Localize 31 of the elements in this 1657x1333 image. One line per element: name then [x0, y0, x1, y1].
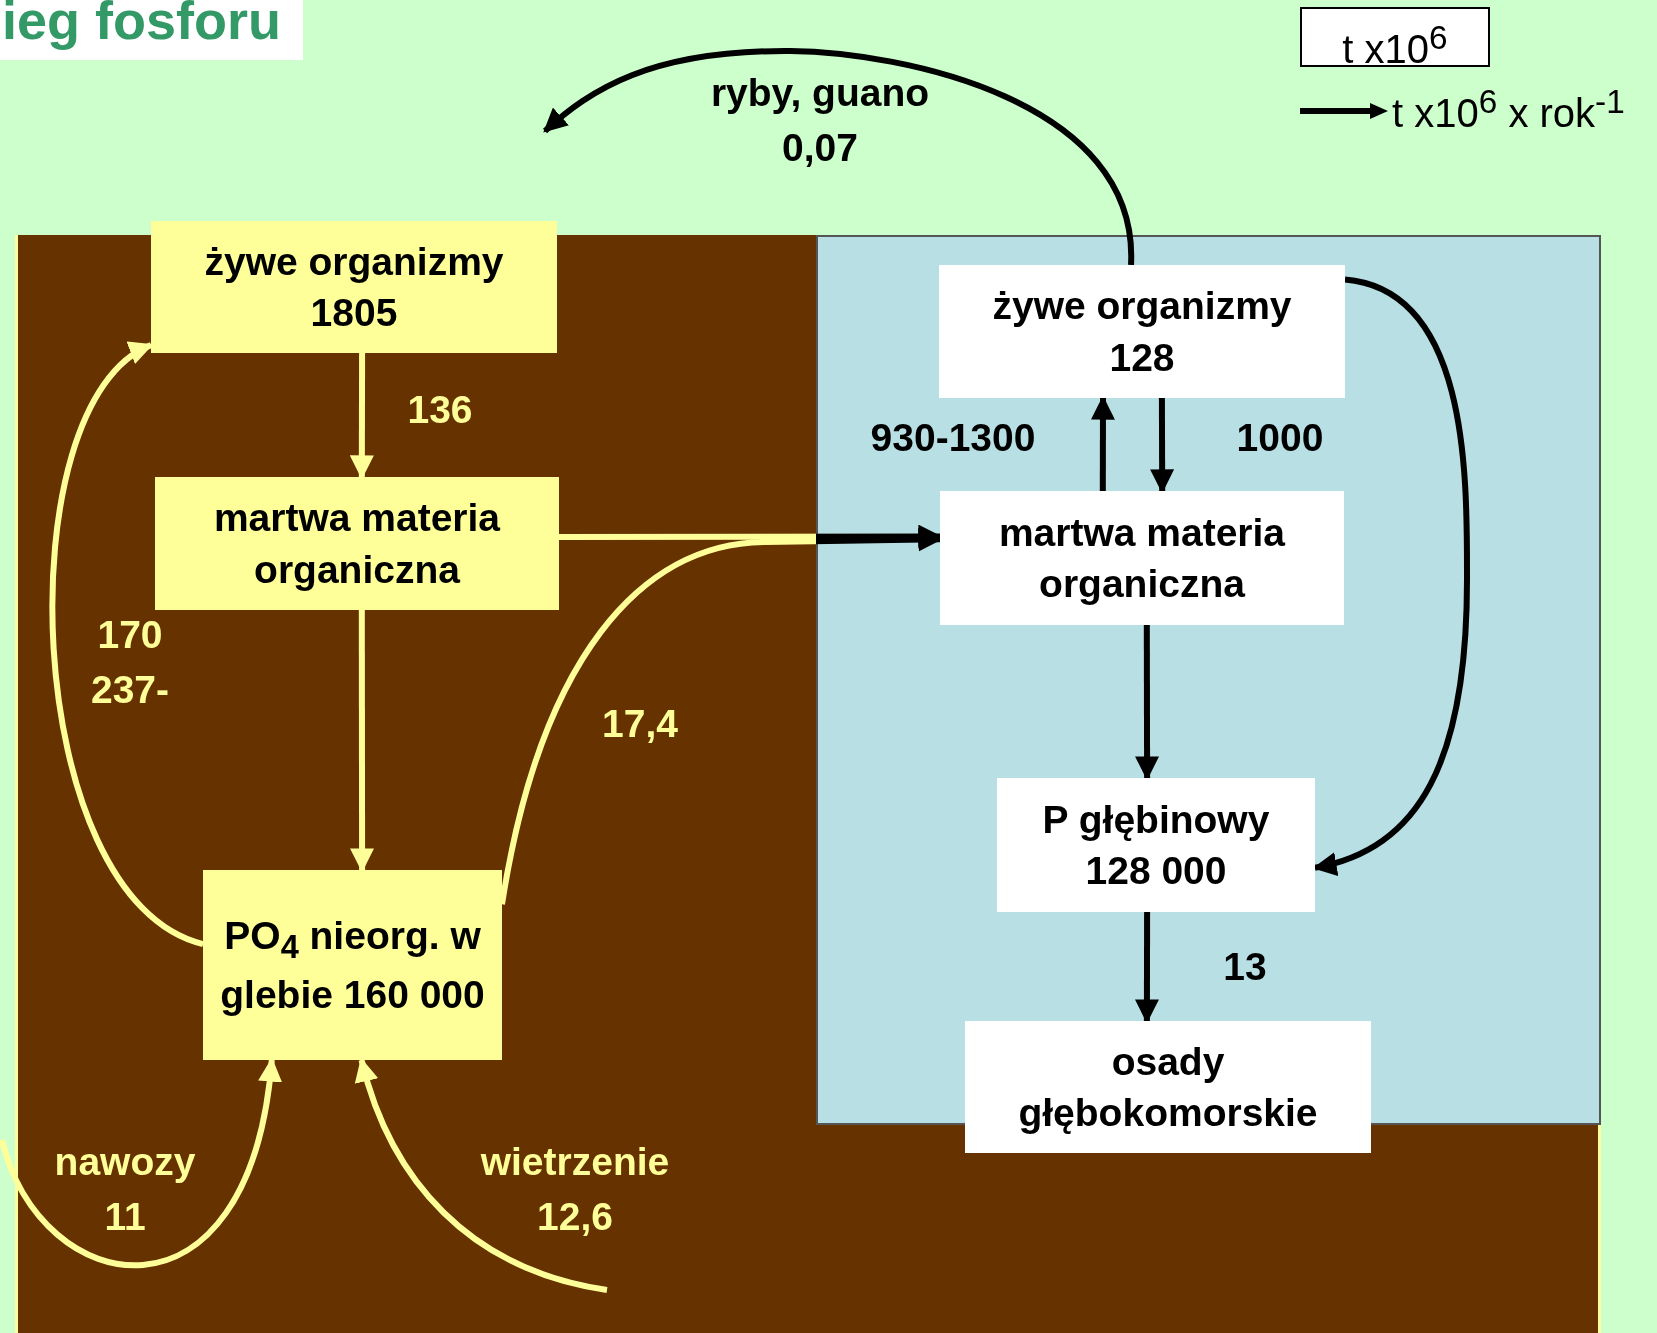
arrow [1090, 395, 1115, 491]
edge-label: ryby, guano 0,07 [709, 70, 931, 171]
arrow [543, 48, 1134, 266]
arrow [1134, 912, 1159, 1024]
arrow [1150, 398, 1175, 494]
arrow [559, 524, 943, 549]
edge-label: 930-1300 [869, 415, 1037, 461]
title: ieg fosforu [0, 0, 303, 60]
node-box: żywe organizmy 128 [939, 265, 1345, 398]
arrow [0, 1057, 281, 1268]
edge-label: 170 237- [89, 612, 171, 713]
arrow [355, 1057, 608, 1293]
edge-label: 13 [1222, 944, 1268, 990]
arrow [350, 610, 375, 873]
edge-label: wietrzenie 12,6 [479, 1139, 671, 1240]
legend-text: t x10$^{6}$ x rok$^{-1}$ [1392, 82, 1625, 138]
arrow [1312, 276, 1470, 875]
edge-label: 17,4 [601, 701, 679, 747]
edge-label: 1000 [1235, 415, 1325, 461]
unit-legend: t x10$^{6}$ [1300, 7, 1490, 67]
arrow [49, 342, 205, 947]
node-box: P głębinowy 128 000 [997, 778, 1315, 912]
arrow [349, 353, 374, 480]
node-box: żywe organizmy 1805 [151, 221, 557, 353]
node-box: PO$_{4}$ nieorg. w glebie 160 000 [203, 870, 502, 1060]
arrow [1135, 625, 1160, 781]
edge-label: nawozy 11 [53, 1139, 197, 1240]
node-box: martwa materia organiczna [940, 491, 1344, 625]
edge-label: 136 [406, 387, 474, 433]
node-box: martwa materia organiczna [155, 477, 559, 610]
node-box: osady głębokomorskie [965, 1021, 1371, 1153]
